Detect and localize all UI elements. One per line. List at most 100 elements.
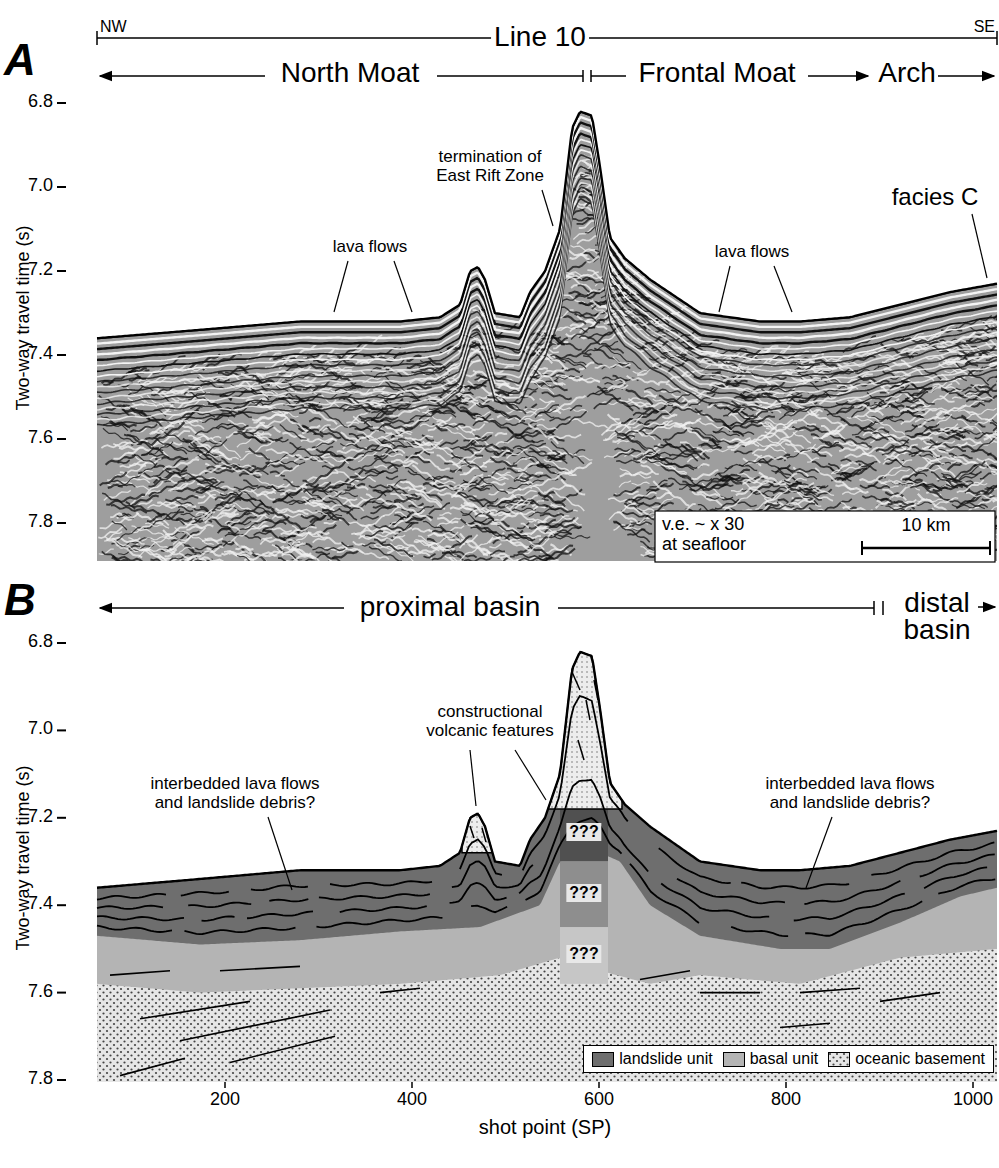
seismic-art	[741, 482, 771, 498]
seismic-art	[418, 453, 439, 467]
seismic-art	[322, 510, 349, 526]
seismic-art	[875, 399, 899, 410]
seismic-art	[595, 364, 631, 368]
seismic-art	[369, 485, 390, 488]
seismic-art	[966, 408, 996, 418]
seismic-art	[513, 444, 546, 449]
seismic-art	[301, 515, 319, 519]
seismic-art	[184, 547, 223, 561]
seismic-art	[891, 450, 918, 453]
seismic-art	[294, 564, 330, 581]
seismic-art	[550, 417, 571, 421]
seismic-art	[178, 506, 193, 511]
seismic-art	[365, 531, 383, 536]
seismic-art	[462, 566, 498, 574]
seismic-art	[460, 535, 478, 549]
seismic-art	[110, 513, 122, 517]
seismic-art	[287, 343, 323, 359]
seismic-art	[537, 464, 549, 467]
seismic-art	[445, 556, 463, 564]
seismic-art	[662, 415, 677, 419]
seismic-art	[424, 554, 436, 558]
seismic-art	[332, 550, 359, 559]
seismic-art	[272, 485, 293, 497]
seismic-art	[594, 348, 630, 368]
seismic-art	[847, 417, 883, 424]
seismic-art	[218, 517, 257, 533]
seismic-art	[997, 432, 999, 444]
seismic-art	[697, 464, 709, 468]
seismic-art	[578, 285, 590, 292]
seismic-art	[355, 563, 394, 568]
seismic-art	[977, 458, 998, 462]
seismic-art	[652, 498, 673, 507]
seismic-art	[358, 432, 397, 453]
seismic-art	[179, 547, 194, 552]
seismic-art	[173, 536, 191, 544]
seismic-art	[221, 462, 254, 469]
seismic-art	[395, 512, 407, 517]
seismic-art	[881, 499, 914, 505]
seismic-art	[800, 360, 815, 363]
seismic-art	[165, 521, 195, 535]
seismic-art	[386, 476, 398, 479]
seismic-art	[278, 558, 296, 562]
seismic-art	[221, 551, 251, 554]
seismic-art	[756, 414, 795, 429]
seismic-art	[144, 509, 180, 528]
seismic-art	[504, 422, 537, 426]
seismic-art	[438, 468, 450, 470]
seismic-art	[992, 471, 999, 475]
seismic-art	[842, 439, 872, 448]
seismic-art	[218, 425, 248, 428]
seismic-art	[510, 499, 531, 509]
seismic-art	[919, 468, 946, 471]
seismic-art	[313, 457, 334, 466]
seismic-art	[202, 538, 223, 541]
seismic-art	[329, 559, 356, 570]
seismic-art	[580, 249, 595, 254]
seismic-art	[362, 436, 398, 440]
seismic-art	[883, 469, 910, 478]
seismic-art	[101, 445, 116, 448]
seismic-art	[507, 468, 531, 475]
seismic-art	[243, 480, 258, 486]
seismic-art	[251, 490, 275, 500]
seismic-art	[269, 534, 308, 557]
seismic-art	[783, 410, 819, 428]
seismic-art	[460, 407, 478, 414]
seismic-art	[811, 413, 844, 427]
seismic-art	[211, 564, 226, 571]
seismic-art	[905, 474, 917, 480]
seismic-art	[608, 414, 620, 419]
seismic-art	[495, 411, 525, 421]
seismic-art	[731, 489, 743, 492]
seismic-art	[342, 545, 363, 553]
seismic-art	[738, 476, 768, 484]
seismic-art	[626, 496, 656, 502]
seismic-art	[934, 498, 958, 507]
seismic-art	[570, 405, 582, 410]
seismic-art	[830, 564, 842, 569]
seismic-art	[619, 481, 631, 488]
seismic-art	[644, 407, 677, 424]
seismic-art	[852, 421, 876, 435]
seismic-art	[529, 546, 550, 556]
seismic-art	[637, 368, 652, 375]
seismic-art	[374, 564, 413, 571]
seismic-art	[355, 516, 385, 534]
seismic-art	[146, 534, 173, 549]
seismic-art	[231, 562, 252, 572]
seismic-art	[154, 438, 187, 454]
seismic-art	[793, 432, 811, 443]
seismic-art	[888, 458, 927, 476]
seismic-art	[691, 470, 718, 479]
seismic-art	[765, 504, 780, 506]
seismic-art	[940, 396, 955, 402]
seismic-art	[113, 447, 143, 459]
seismic-art	[117, 527, 141, 540]
seismic-art	[460, 537, 493, 560]
seismic-art	[132, 526, 168, 538]
seismic-art	[561, 479, 585, 494]
seismic-art	[227, 488, 257, 494]
